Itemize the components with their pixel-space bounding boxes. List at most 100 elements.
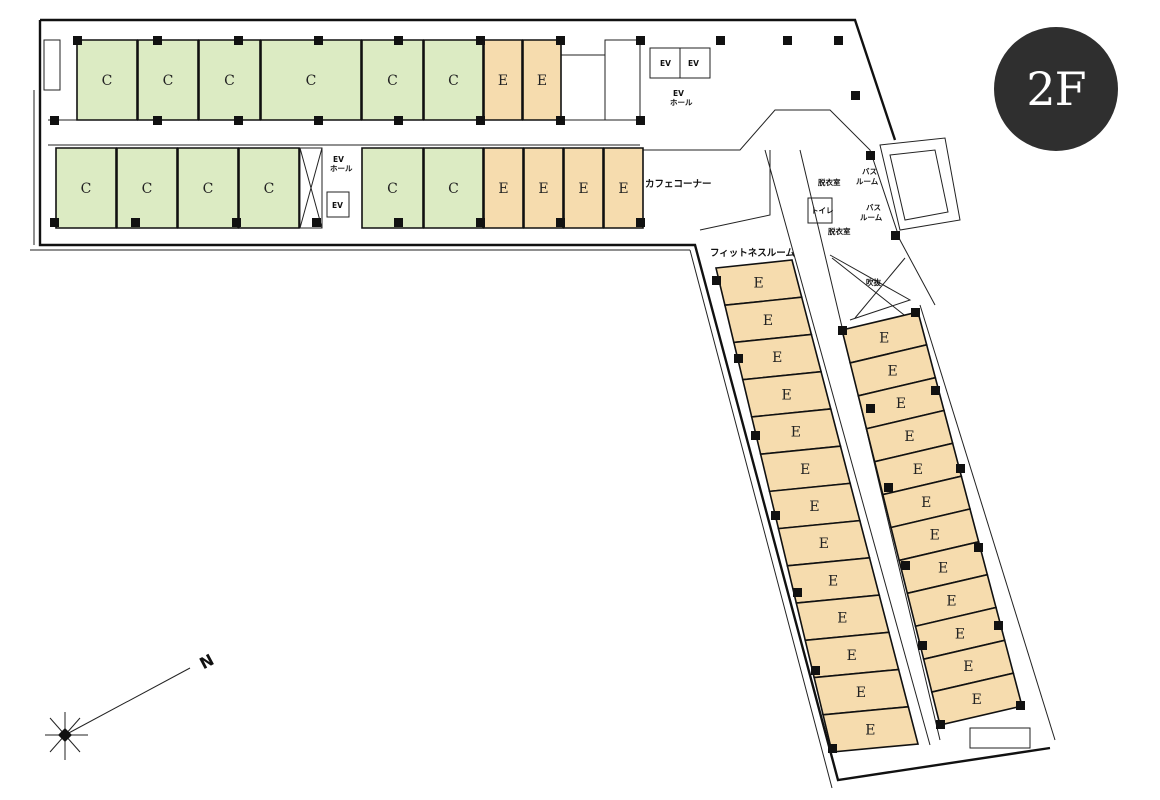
column-32 (734, 354, 743, 363)
room-south-left-6-label: E (800, 462, 810, 478)
room-west-bottom-4 (238, 147, 300, 229)
column-27 (636, 218, 645, 227)
room-west-bottom-10-label: E (618, 181, 628, 197)
room-west-top-7-label: E (498, 73, 508, 89)
column-39 (911, 308, 920, 317)
column-26 (556, 218, 565, 227)
ev-label-3: EV (332, 201, 343, 210)
room-south-left-12-label: E (856, 685, 866, 701)
ev-label-2: EV (688, 59, 699, 68)
ev-hall-bottom-label-2: ホール (330, 164, 353, 173)
room-west-bottom-7 (483, 147, 524, 229)
room-south-left-1-label: E (754, 276, 764, 292)
column-33 (751, 431, 760, 440)
toilet-label: トイレ (811, 206, 834, 215)
room-west-bottom-3-label: C (203, 181, 214, 197)
column-24 (394, 218, 403, 227)
room-south-left-7-label: E (809, 499, 819, 515)
room-west-top-1 (76, 39, 138, 121)
ev-hall-top-label-2: EV (333, 155, 344, 164)
column-18 (556, 116, 565, 125)
room-west-bottom-9 (563, 147, 604, 229)
room-west-bottom-5 (361, 147, 424, 229)
bath-room-top-label-1: バス (862, 167, 877, 176)
column-25 (476, 218, 485, 227)
column-7 (556, 36, 565, 45)
dressing-room-label-1: 脱衣室 (818, 177, 841, 187)
column-21 (131, 218, 140, 227)
room-south-left-9-label: E (828, 573, 838, 589)
room-west-top-7 (483, 39, 523, 121)
room-south-left-2-label: E (763, 313, 773, 329)
column-12 (50, 116, 59, 125)
column-40 (931, 386, 940, 395)
column-19 (636, 116, 645, 125)
room-west-top-2-label: C (163, 73, 174, 89)
room-south-left-3-label: E (772, 350, 782, 366)
room-south-right-3-label: E (896, 396, 906, 412)
room-west-bottom-1-label: C (81, 181, 92, 197)
column-5 (394, 36, 403, 45)
column-37 (828, 744, 837, 753)
column-38 (838, 326, 847, 335)
column-10 (783, 36, 792, 45)
ev-hall-bottom-label-1: ホール (670, 98, 693, 107)
column-16 (394, 116, 403, 125)
column-8 (636, 36, 645, 45)
room-west-top-4 (260, 39, 362, 121)
room-west-bottom-4-label: C (264, 181, 275, 197)
room-south-right-1-label: E (879, 330, 889, 346)
column-30 (891, 231, 900, 240)
dressing-room-label-2: 脱衣室 (828, 226, 851, 236)
column-47 (884, 483, 893, 492)
structural-columns (50, 36, 1025, 753)
bath-room-bottom-label-1: ルーム (856, 177, 879, 186)
column-44 (1016, 701, 1025, 710)
room-west-bottom-8-label: E (538, 181, 548, 197)
room-south-right-8-label: E (938, 561, 948, 577)
room-west-bottom-5-label: C (387, 181, 398, 197)
room-west-bottom-2 (116, 147, 178, 229)
column-1 (73, 36, 82, 45)
room-south-right-10-label: E (955, 626, 965, 642)
bath-room-bottom-label-2: ルーム (860, 213, 883, 222)
column-17 (476, 116, 485, 125)
room-south-left-10-label: E (837, 611, 847, 627)
room-west-bottom-8 (523, 147, 564, 229)
room-south-left-8-label: E (819, 536, 829, 552)
bath-room-top-label-2: バス (866, 203, 881, 212)
room-west-bottom-7-label: E (498, 181, 508, 197)
floor-badge: 2F (994, 27, 1118, 151)
column-49 (918, 641, 927, 650)
column-31 (712, 276, 721, 285)
north-label: N (196, 650, 217, 673)
room-west-top-5-label: C (387, 73, 398, 89)
room-west-top-1-label: C (102, 73, 113, 89)
room-west-top-2 (137, 39, 199, 121)
room-west-bottom-1 (55, 147, 117, 229)
room-south-left-4-label: E (781, 387, 791, 403)
column-14 (234, 116, 243, 125)
room-west-bottom-6 (423, 147, 484, 229)
fitness-room-label: フィットネスルーム (710, 248, 796, 259)
column-13 (153, 116, 162, 125)
column-29 (866, 151, 875, 160)
room-west-bottom-6-label: C (448, 181, 459, 197)
column-48 (901, 561, 910, 570)
room-west-bottom-2-label: C (142, 181, 153, 197)
column-6 (476, 36, 485, 45)
room-west-bottom-3 (177, 147, 239, 229)
column-15 (314, 116, 323, 125)
room-west-top-3-label: C (224, 73, 235, 89)
room-south-right-9-label: E (946, 593, 956, 609)
column-4 (314, 36, 323, 45)
room-west-bottom-9-label: E (578, 181, 588, 197)
column-23 (312, 218, 321, 227)
column-34 (771, 511, 780, 520)
room-south-left-13 (822, 705, 920, 753)
column-41 (956, 464, 965, 473)
column-2 (153, 36, 162, 45)
